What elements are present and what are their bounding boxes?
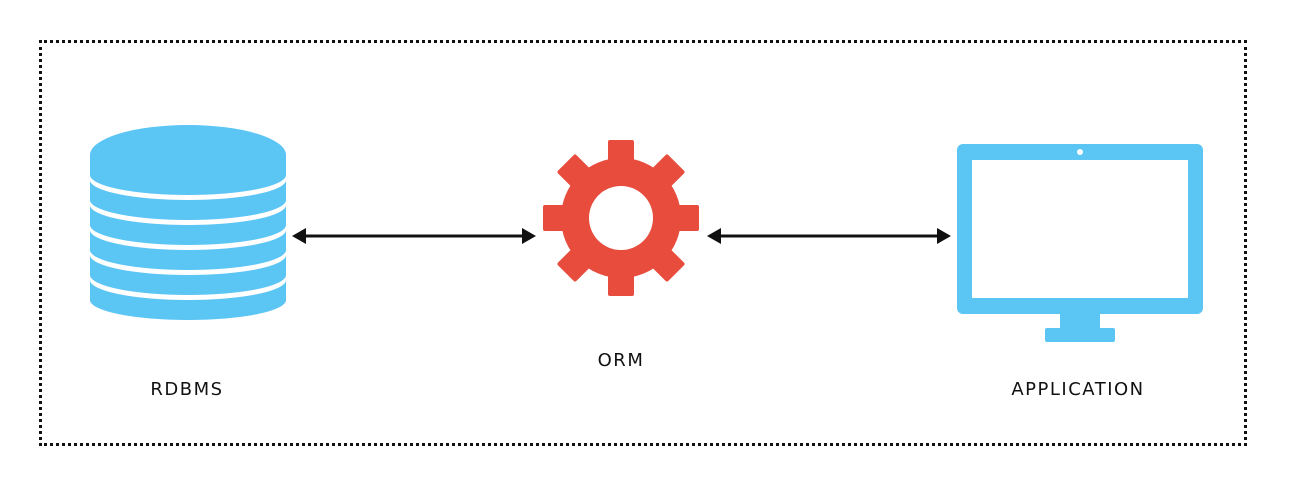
- application-label: APPLICATION: [1011, 379, 1145, 400]
- database-icon: [88, 120, 288, 320]
- diagram-frame: [39, 40, 1247, 446]
- arrow-db-orm: [292, 226, 536, 246]
- arrow-orm-app: [707, 226, 951, 246]
- monitor-icon: [957, 144, 1203, 344]
- gear-icon: [540, 137, 702, 299]
- orm-label: ORM: [597, 350, 645, 371]
- database-label: RDBMS: [150, 379, 224, 400]
